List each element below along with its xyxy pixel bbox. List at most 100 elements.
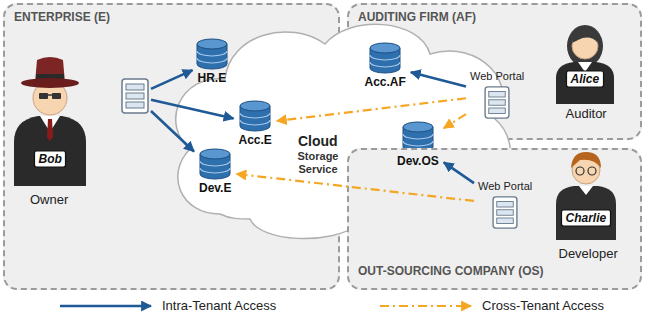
legend-sample (378, 299, 474, 313)
database-label: Dev.OS (394, 154, 442, 168)
cross-tenant-arrow (236, 174, 474, 201)
cylinder-band (240, 113, 270, 118)
name-badge (567, 71, 604, 87)
cloud-text: Storage Service (289, 150, 347, 176)
person-body (556, 186, 616, 240)
database-icon (196, 38, 228, 70)
portal-label: Web Portal (468, 70, 526, 83)
database-cylinder: Dev.E (196, 148, 234, 195)
cylinder-band (240, 120, 270, 125)
legend-line (60, 305, 151, 308)
cloud-text: Cloud (298, 133, 338, 149)
shirt-collar (578, 62, 592, 72)
cross-tenant-arrow (277, 98, 466, 121)
intra-tenant-arrow (411, 72, 466, 86)
cylinder-top (240, 101, 270, 111)
intra-tenant-arrow (444, 162, 474, 183)
role-label: Owner (30, 192, 68, 207)
database-cylinder: Acc.AF (362, 42, 409, 89)
role-label: Auditor (566, 106, 607, 121)
person-body (556, 62, 614, 104)
database-label: Acc.E (236, 133, 275, 147)
person-head (572, 33, 598, 59)
glasses (576, 167, 584, 175)
name-badge (35, 151, 66, 167)
shirt-collar (40, 116, 60, 132)
server-case (493, 197, 517, 228)
name-badge-text: Bob (39, 152, 62, 166)
legend-item: Intra-Tenant Access (58, 297, 276, 315)
intra-tenant-arrow (151, 100, 234, 119)
glasses (588, 167, 596, 175)
server-icon (492, 196, 518, 229)
shirt-collar (579, 186, 593, 195)
region-title: AUDITING FIRM (AF) (349, 5, 485, 29)
person-body (14, 116, 86, 186)
database-label: Acc.AF (362, 75, 409, 89)
cylinder-top (403, 122, 433, 132)
server-slot (489, 100, 506, 106)
legend-text: Intra-Tenant Access (162, 298, 276, 314)
legend-line (380, 305, 471, 307)
hat-band (36, 74, 64, 79)
region-title: ENTERPRISE (E) (5, 5, 119, 29)
cylinder-band (403, 134, 433, 139)
tie (47, 119, 53, 141)
cylinder-band (403, 141, 433, 146)
portal-label: Web Portal (476, 180, 534, 193)
name-badge-text: Charlie (566, 211, 607, 225)
server-slot (489, 92, 506, 98)
database-cylinder: Dev.OS (394, 121, 442, 168)
server-case (122, 79, 148, 113)
sunglasses (52, 93, 61, 99)
database-cylinder: HR.E (195, 38, 230, 85)
server-slot (489, 108, 506, 114)
person-hair (571, 152, 601, 168)
sunglasses (39, 93, 48, 99)
server-slot (497, 210, 514, 216)
name-badge (562, 210, 611, 226)
server-slot (497, 202, 514, 208)
server-icon (121, 78, 149, 114)
cylinder-band (370, 62, 400, 67)
person-head (572, 156, 600, 184)
server-slot (126, 102, 144, 108)
name-badge-text: Alice (571, 72, 600, 86)
legend-item: Cross-Tenant Access (378, 297, 604, 315)
region-title: OUT-SOURCING COMPANY (OS) (349, 259, 553, 283)
database-icon (199, 148, 231, 180)
cylinder-band (200, 168, 230, 173)
cylinder-top (200, 149, 230, 159)
hat-crown (35, 57, 65, 83)
server-slot (497, 218, 514, 224)
person-head (33, 81, 67, 115)
cylinder-top (370, 43, 400, 53)
role-label: Developer (559, 246, 618, 261)
cylinder-band (370, 55, 400, 60)
legend-sample (58, 299, 154, 313)
cylinder-band (200, 161, 230, 166)
intra-tenant-arrow (151, 111, 194, 151)
server-slot (126, 93, 144, 99)
person-hair (567, 25, 603, 67)
web-portal: Web Portal (476, 180, 534, 229)
cylinder-top (197, 39, 227, 49)
server-slot (126, 84, 144, 90)
database-label: HR.E (195, 71, 230, 85)
database-icon (239, 100, 271, 132)
server-icon (484, 86, 510, 119)
hair-fringe (572, 28, 598, 43)
database-icon (369, 42, 401, 74)
sunglasses-bridge (48, 94, 52, 96)
cylinder-band (197, 51, 227, 56)
server-icon-box (121, 78, 149, 114)
hat-brim (21, 78, 79, 88)
legend-text: Cross-Tenant Access (482, 298, 604, 314)
cylinder-band (197, 58, 227, 63)
database-cylinder: Acc.E (236, 100, 275, 147)
database-label: Dev.E (196, 181, 234, 195)
server-case (485, 87, 509, 118)
intra-tenant-arrow (151, 70, 193, 89)
cross-tenant-arrow (444, 114, 466, 128)
